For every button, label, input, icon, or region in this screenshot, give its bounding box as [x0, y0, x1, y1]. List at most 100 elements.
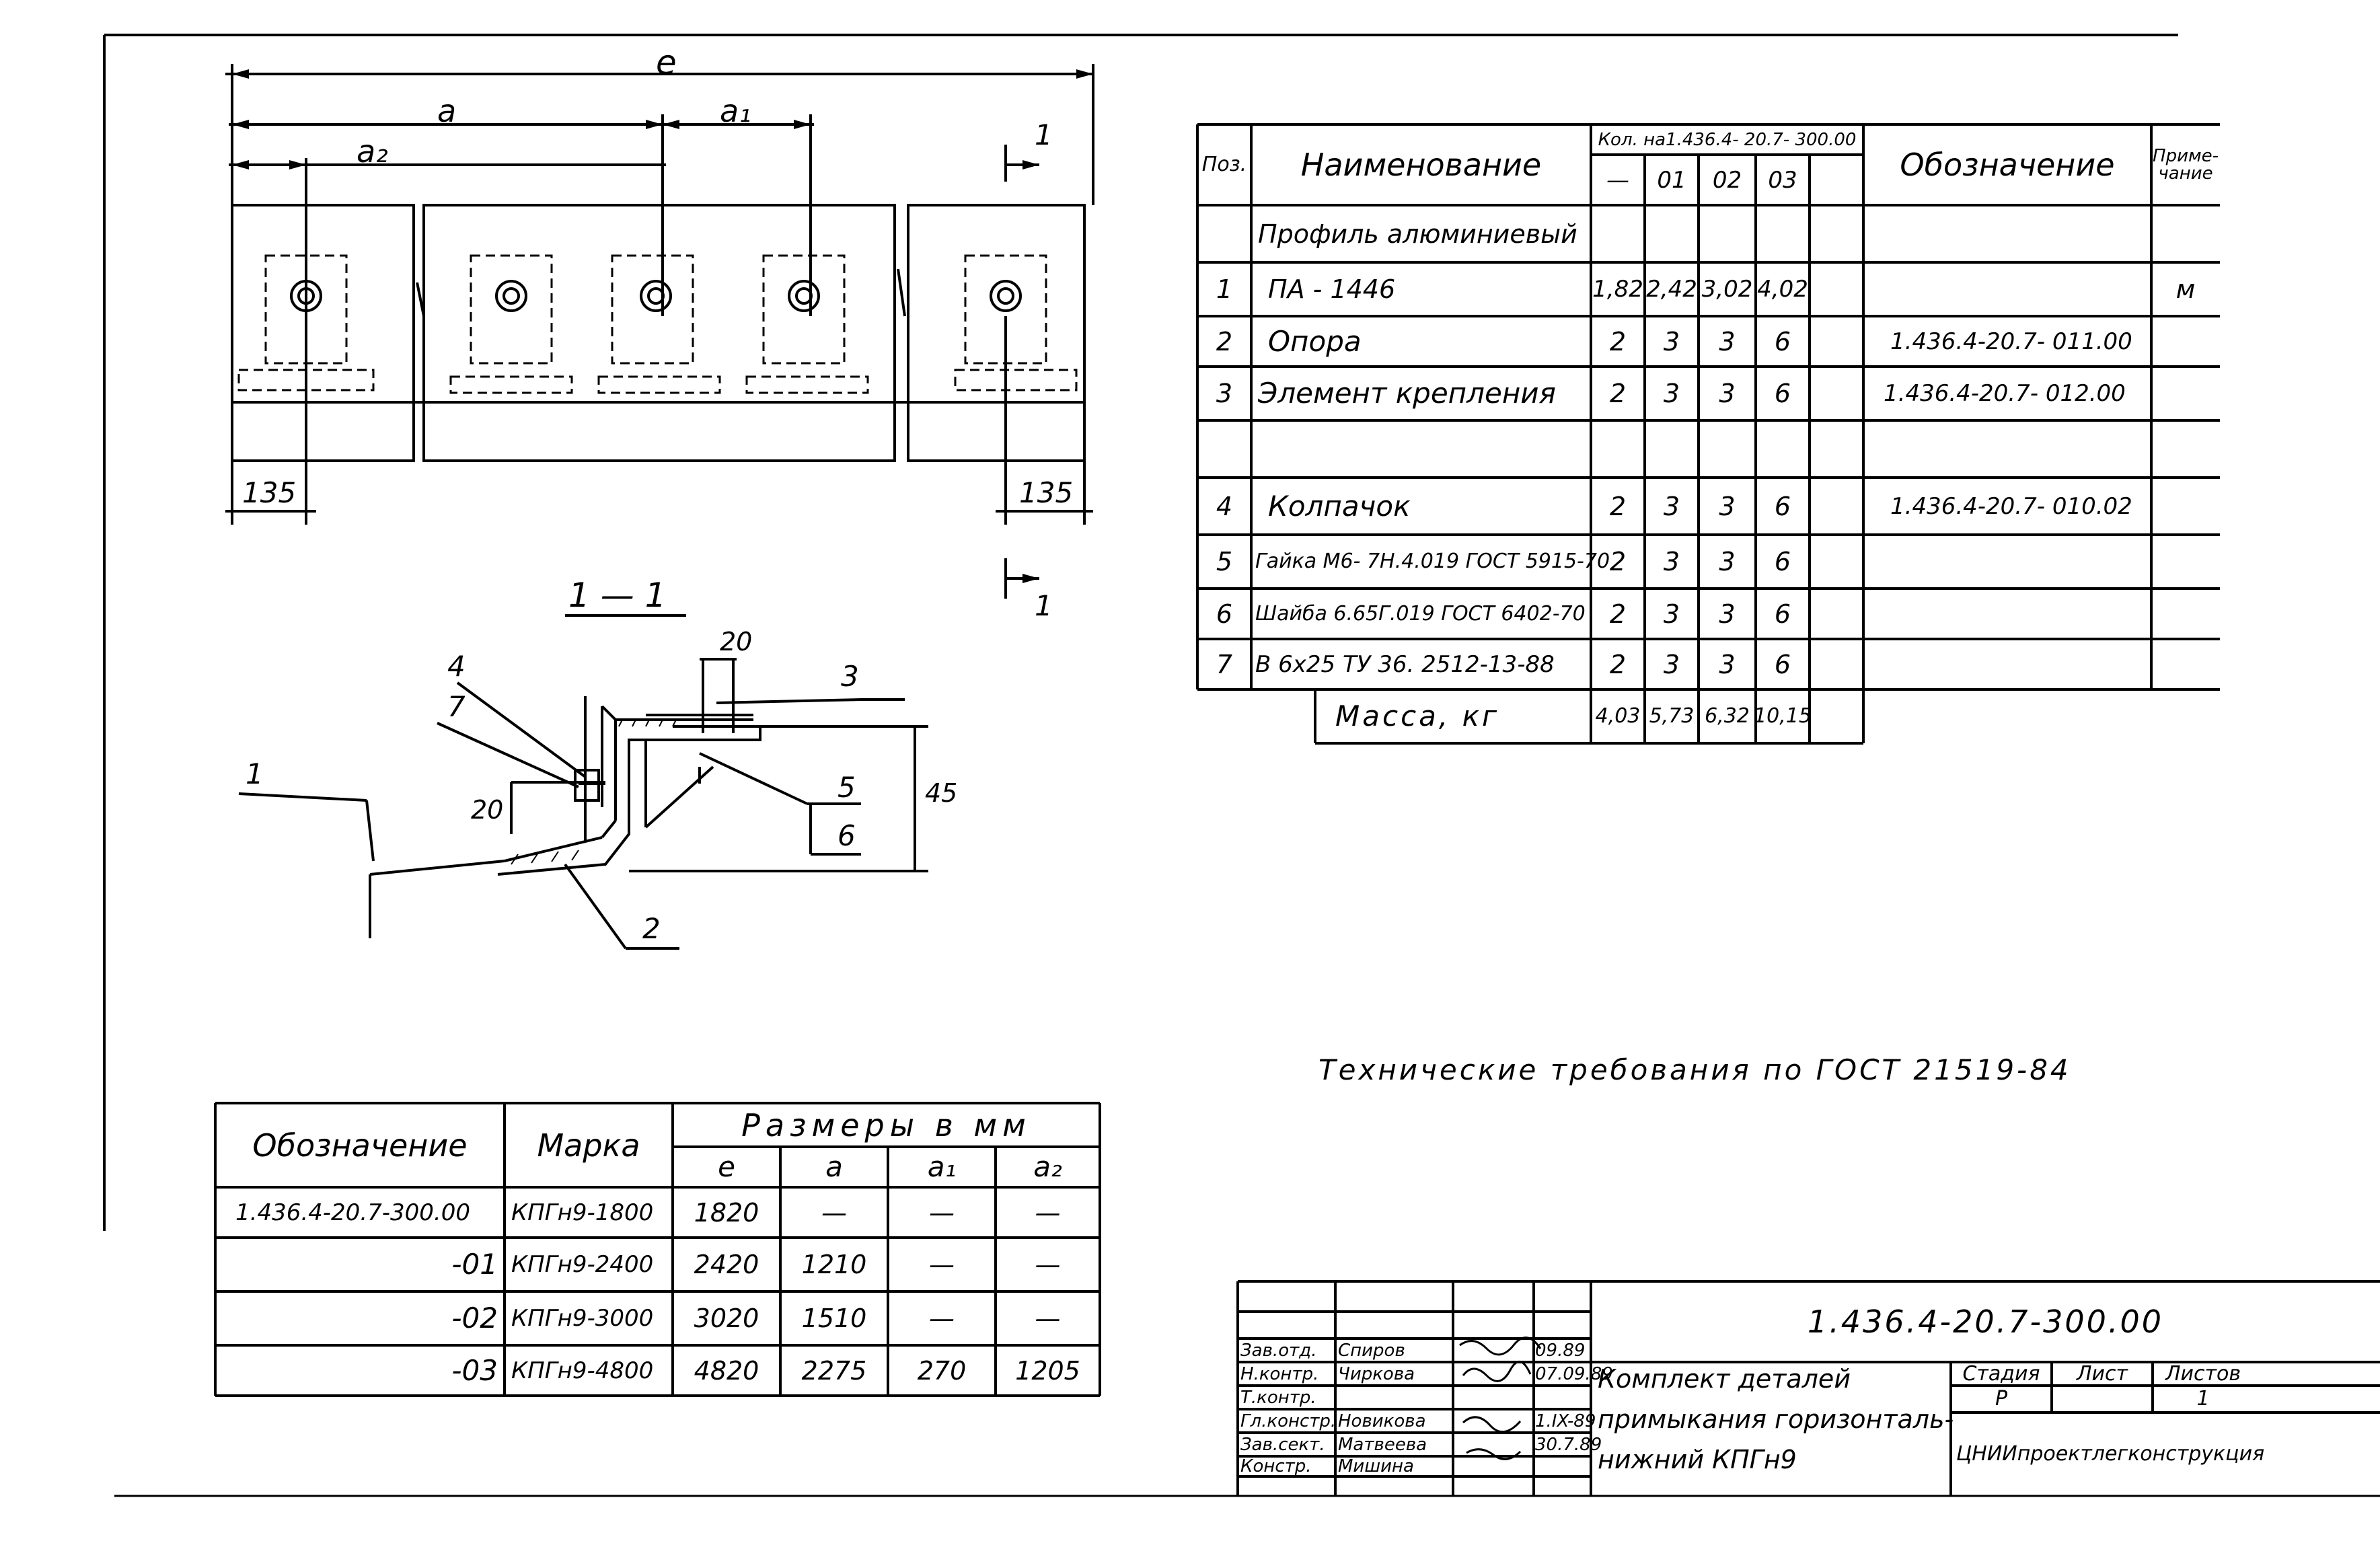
spec-row-2-q0: 2: [1609, 326, 1627, 356]
spec-row-6-q2: 3: [1719, 599, 1736, 629]
spec-row-1-note: м: [2176, 274, 2196, 304]
sizes-row-4-a1: 270: [917, 1355, 967, 1386]
spec-row-6-name: Шайба 6.65Г.019 ГОСТ 6402-70: [1255, 601, 1586, 626]
dim-label-a2: a₂: [357, 133, 388, 170]
section-mark-top: 1: [1035, 118, 1053, 151]
stage-label: Стадия: [1962, 1361, 2040, 1386]
signature-marks: [1459, 1337, 1542, 1460]
spec-row-5-q0: 2: [1609, 547, 1627, 576]
spec-mass-1: 5,73: [1649, 704, 1695, 728]
date-6: [1534, 1456, 1591, 1476]
sizes-row-1-mark: КПГн9-1800: [511, 1199, 654, 1226]
spec-row-4-q2: 3: [1719, 491, 1736, 521]
spec-header-note: Приме- чание: [2153, 146, 2219, 184]
spec-row-5-q2: 3: [1719, 547, 1736, 576]
role-1: Зав.отд.: [1240, 1340, 1317, 1361]
spec-header-qty-2: 02: [1712, 166, 1742, 194]
spec-row-4-pos: 4: [1216, 491, 1233, 521]
spec-row-7-name: В 6х25 ТУ 36. 2512-13-88: [1255, 650, 1555, 678]
sizes-row-2-mark: КПГн9-2400: [511, 1251, 654, 1278]
callout-2: 2: [642, 912, 661, 945]
spec-row-3-q3: 6: [1774, 379, 1791, 408]
sizes-row-1-e: 1820: [694, 1197, 759, 1228]
date-3: [1534, 1386, 1591, 1409]
date-2: 07.09.89: [1535, 1363, 1613, 1384]
sizes-row-1-designation: 1.436.4-20.7-300.00: [235, 1199, 470, 1226]
spec-row-3-designation: 1.436.4-20.7- 012.00: [1884, 380, 2126, 407]
sizes-col-e: e: [718, 1150, 735, 1183]
spec-row-1-name: ПА - 1446: [1268, 274, 1396, 304]
spec-header-qty: Кол. на1.436.4- 20.7- 300.00: [1598, 129, 1857, 150]
spec-group-title: Профиль алюминиевый: [1258, 219, 1577, 249]
sizes-row-1-a: —: [821, 1197, 847, 1228]
role-5: Зав.сект.: [1240, 1434, 1325, 1455]
spec-row-7-q0: 2: [1609, 649, 1627, 679]
date-1: 09.89: [1535, 1340, 1586, 1361]
spec-row-1-q2: 3,02: [1701, 276, 1753, 303]
person-4: Новикова: [1338, 1410, 1426, 1431]
spec-header-qty-1: 01: [1657, 166, 1686, 194]
spec-row-7-q1: 3: [1663, 649, 1680, 679]
sizes-row-2-a1: —: [929, 1250, 955, 1279]
sizes-header-sizes: Размеры в мм: [741, 1106, 1031, 1143]
spec-row-5-name: Гайка М6- 7Н.4.019 ГОСТ 5915-70: [1255, 550, 1610, 573]
callout-5: 5: [838, 771, 856, 804]
spec-row-7-q3: 6: [1774, 649, 1791, 679]
person-2: Чиркова: [1338, 1363, 1415, 1384]
sizes-row-4-designation: -03: [451, 1353, 498, 1387]
spec-row-2-name: Опора: [1268, 324, 1362, 358]
spec-mass-label: Масса, кг: [1335, 700, 1500, 732]
spec-row-7-pos: 7: [1216, 649, 1233, 679]
spec-row-1-q0: 1,82: [1592, 276, 1643, 303]
sizes-row-3-a: 1510: [801, 1304, 867, 1333]
spec-row-3-name: Элемент крепления: [1258, 377, 1556, 410]
sizes-col-a2: a₂: [1033, 1150, 1062, 1183]
spec-header-name: Наименование: [1300, 147, 1542, 183]
callout-1: 1: [246, 757, 264, 790]
spec-row-3-q1: 3: [1663, 379, 1680, 408]
document-code: 1.436.4-20.7-300.00: [1807, 1304, 2164, 1340]
spec-row-3-q2: 3: [1719, 379, 1736, 408]
dim-label-e: e: [656, 43, 677, 82]
role-4: Гл.констр.: [1240, 1410, 1337, 1431]
spec-row-7-q2: 3: [1719, 649, 1736, 679]
callout-4: 4: [447, 650, 466, 683]
sizes-header-designation: Обозначение: [252, 1127, 468, 1164]
spec-mass-2: 6,32: [1705, 704, 1750, 728]
date-4: 1.IX-89: [1535, 1410, 1596, 1431]
person-1: Спиров: [1338, 1340, 1405, 1361]
sheet-label: Лист: [2076, 1361, 2128, 1386]
sizes-row-2-e: 2420: [694, 1250, 759, 1279]
title-line-1: Комплект деталей: [1598, 1364, 1851, 1394]
sizes-col-a1: a₁: [927, 1150, 957, 1183]
sizes-row-2-designation: -01: [451, 1248, 498, 1281]
spec-row-1-q1: 2,42: [1646, 276, 1697, 303]
spec-row-4-q0: 2: [1609, 491, 1627, 521]
spec-row-3-q0: 2: [1609, 379, 1627, 408]
dim-20-left: 20: [471, 795, 504, 825]
organization: ЦНИИпроектлегконструкция: [1956, 1442, 2265, 1466]
spec-mass-3: 10,15: [1754, 704, 1812, 728]
stage-value: Р: [1995, 1387, 2008, 1410]
spec-row-3-pos: 3: [1216, 379, 1233, 408]
sizes-row-3-a2: —: [1035, 1304, 1061, 1333]
role-6: Констр.: [1240, 1456, 1312, 1476]
spec-row-2-q1: 3: [1663, 326, 1680, 356]
spec-header-qty-3: 03: [1768, 166, 1797, 194]
sizes-row-2-a: 1210: [801, 1250, 867, 1279]
sizes-row-3-mark: КПГн9-3000: [511, 1305, 654, 1332]
sheets-label: Листов: [2165, 1361, 2241, 1386]
sizes-row-3-a1: —: [929, 1304, 955, 1333]
dim-label-135-left: 135: [242, 476, 297, 509]
sheets-value: 1: [2196, 1387, 2210, 1410]
spec-header-pos: Поз.: [1201, 153, 1247, 176]
tech-requirements: Технические требования по ГОСТ 21519-84: [1318, 1053, 2071, 1086]
dim-label-a1: a₁: [720, 93, 751, 129]
spec-row-2-designation: 1.436.4-20.7- 011.00: [1890, 328, 2132, 355]
callout-3: 3: [841, 660, 859, 693]
spec-row-6-q3: 6: [1774, 599, 1791, 629]
spec-row-1-pos: 1: [1216, 274, 1233, 304]
section-mark-bottom: 1: [1035, 589, 1053, 622]
callout-7: 7: [447, 690, 466, 723]
role-3: Т.контр.: [1240, 1387, 1316, 1408]
